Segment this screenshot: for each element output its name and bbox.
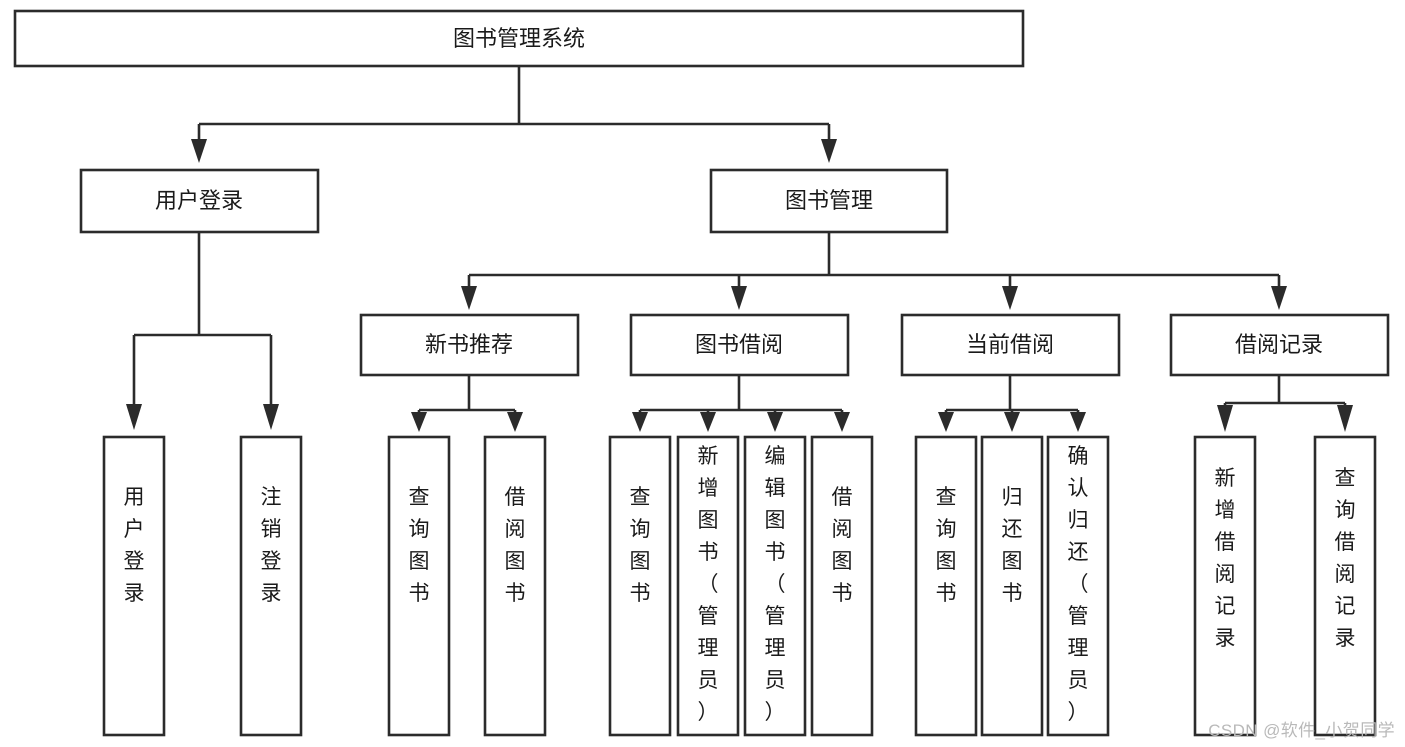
leaf-query-book-rec[interactable]: 查询图书: [387, 435, 451, 737]
leaf-edit-book[interactable]: 编辑图书（管理员）: [743, 435, 807, 737]
leaf-borrow-book-rec-label: 借阅图书: [505, 486, 526, 605]
connector-group-root: [191, 66, 837, 163]
leaf-return-book-box[interactable]: [980, 435, 1044, 737]
node-root-label: 图书管理系统: [453, 26, 585, 51]
arrow-cb-leaf2-icon: [1004, 412, 1020, 432]
connector-group-book-borrow: [632, 375, 850, 432]
arrow-root-to-book-manage-icon: [821, 139, 837, 163]
node-root[interactable]: 图书管理系统: [13, 9, 1025, 68]
node-new-book-rec-box[interactable]: [359, 313, 580, 377]
node-root-box[interactable]: [13, 9, 1025, 68]
leaf-add-record[interactable]: 新增借阅记录: [1193, 435, 1257, 737]
leaf-query-book-borrow[interactable]: 查询图书: [608, 435, 672, 737]
leaf-confirm-return[interactable]: 确认归还（管理员）: [1046, 435, 1110, 737]
leaf-add-book-box[interactable]: [676, 435, 740, 737]
leaf-logout-box[interactable]: [239, 435, 303, 737]
leaf-query-record-box[interactable]: [1313, 435, 1377, 737]
node-current-borrow-box[interactable]: [900, 313, 1121, 377]
leaf-add-book[interactable]: 新增图书（管理员）: [676, 435, 740, 737]
arrow-nbr-leaf1-icon: [411, 412, 427, 432]
csdn-watermark: CSDN @软件_小贺同学: [1208, 721, 1395, 740]
node-current-borrow-label: 当前借阅: [966, 332, 1054, 357]
leaf-add-record-box[interactable]: [1193, 435, 1257, 737]
leaf-user-login[interactable]: 用户登录: [102, 435, 166, 737]
arrow-bm-book-borrow-icon: [731, 286, 747, 310]
arrow-bb-leaf2-icon: [700, 412, 716, 432]
arrow-bb-leaf3-icon: [767, 412, 783, 432]
leaf-borrow-book[interactable]: 借阅图书: [810, 435, 874, 737]
node-borrow-record-box[interactable]: [1169, 313, 1390, 377]
leaf-query-book-rec-box[interactable]: [387, 435, 451, 737]
node-user-login-label: 用户登录: [155, 188, 243, 213]
arrow-bm-current-borrow-icon: [1002, 286, 1018, 310]
arrow-user-login-leaf1-icon: [126, 404, 142, 430]
leaf-borrow-book-rec-box[interactable]: [483, 435, 547, 737]
leaf-query-book-borrow-label: 查询图书: [630, 486, 651, 605]
arrow-br-leaf1-icon: [1217, 405, 1233, 432]
node-book-manage[interactable]: 图书管理: [709, 168, 949, 234]
leaf-borrow-book-label: 借阅图书: [832, 486, 853, 605]
connector-group-book-manage: [461, 232, 1287, 310]
leaf-return-book[interactable]: 归还图书: [980, 435, 1044, 737]
node-user-login[interactable]: 用户登录: [79, 168, 320, 234]
node-new-book-rec-label: 新书推荐: [425, 332, 513, 357]
leaf-confirm-return-box[interactable]: [1046, 435, 1110, 737]
arrow-cb-leaf1-icon: [938, 412, 954, 432]
node-book-borrow[interactable]: 图书借阅: [629, 313, 850, 377]
arrow-cb-leaf3-icon: [1070, 412, 1086, 432]
leaf-query-book-cur-box[interactable]: [914, 435, 978, 737]
leaf-edit-book-label: 编辑图书（管理员）: [765, 445, 786, 724]
connector-group-new-book-rec: [411, 375, 523, 432]
connector-group-current-borrow: [938, 375, 1086, 432]
leaf-add-record-label: 新增借阅记录: [1215, 467, 1236, 650]
arrow-bm-borrow-record-icon: [1271, 286, 1287, 310]
arrow-user-login-leaf2-icon: [263, 404, 279, 430]
leaf-borrow-book-box[interactable]: [810, 435, 874, 737]
leaf-query-book-cur-label: 查询图书: [936, 486, 957, 605]
leaf-edit-book-box[interactable]: [743, 435, 807, 737]
arrow-br-leaf2-icon: [1337, 405, 1353, 432]
arrow-nbr-leaf2-icon: [507, 412, 523, 432]
node-new-book-rec[interactable]: 新书推荐: [359, 313, 580, 377]
node-book-manage-label: 图书管理: [785, 188, 873, 213]
leaf-borrow-book-rec[interactable]: 借阅图书: [483, 435, 547, 737]
leaf-logout-label: 注销登录: [261, 486, 282, 605]
leaf-query-record-label: 查询借阅记录: [1335, 467, 1356, 650]
arrow-bm-new-book-icon: [461, 286, 477, 310]
leaf-user-login-label: 用户登录: [124, 486, 145, 605]
node-book-borrow-label: 图书借阅: [695, 332, 783, 357]
node-borrow-record-label: 借阅记录: [1235, 332, 1323, 357]
leaf-query-book-rec-label: 查询图书: [409, 486, 430, 605]
leaf-return-book-label: 归还图书: [1002, 486, 1023, 605]
arrow-bb-leaf1-icon: [632, 412, 648, 432]
leaf-query-book-borrow-box[interactable]: [608, 435, 672, 737]
node-book-borrow-box[interactable]: [629, 313, 850, 377]
leaf-add-book-label: 新增图书（管理员）: [698, 445, 719, 724]
node-book-manage-box[interactable]: [709, 168, 949, 234]
leaf-query-book-cur[interactable]: 查询图书: [914, 435, 978, 737]
node-current-borrow[interactable]: 当前借阅: [900, 313, 1121, 377]
node-user-login-box[interactable]: [79, 168, 320, 234]
connector-group-user-login: [126, 232, 279, 430]
leaf-logout[interactable]: 注销登录: [239, 435, 303, 737]
node-borrow-record[interactable]: 借阅记录: [1169, 313, 1390, 377]
leaf-query-record[interactable]: 查询借阅记录: [1313, 435, 1377, 737]
arrow-bb-leaf4-icon: [834, 412, 850, 432]
connector-group-borrow-record: [1217, 375, 1353, 432]
leaf-user-login-box[interactable]: [102, 435, 166, 737]
leaf-confirm-return-label: 确认归还（管理员）: [1068, 445, 1089, 724]
leaf-nodes-group: 用户登录 注销登录 查询图书 借阅图书 查询图书 新增图书（管理员）: [102, 435, 1377, 737]
arrow-root-to-user-login-icon: [191, 139, 207, 163]
